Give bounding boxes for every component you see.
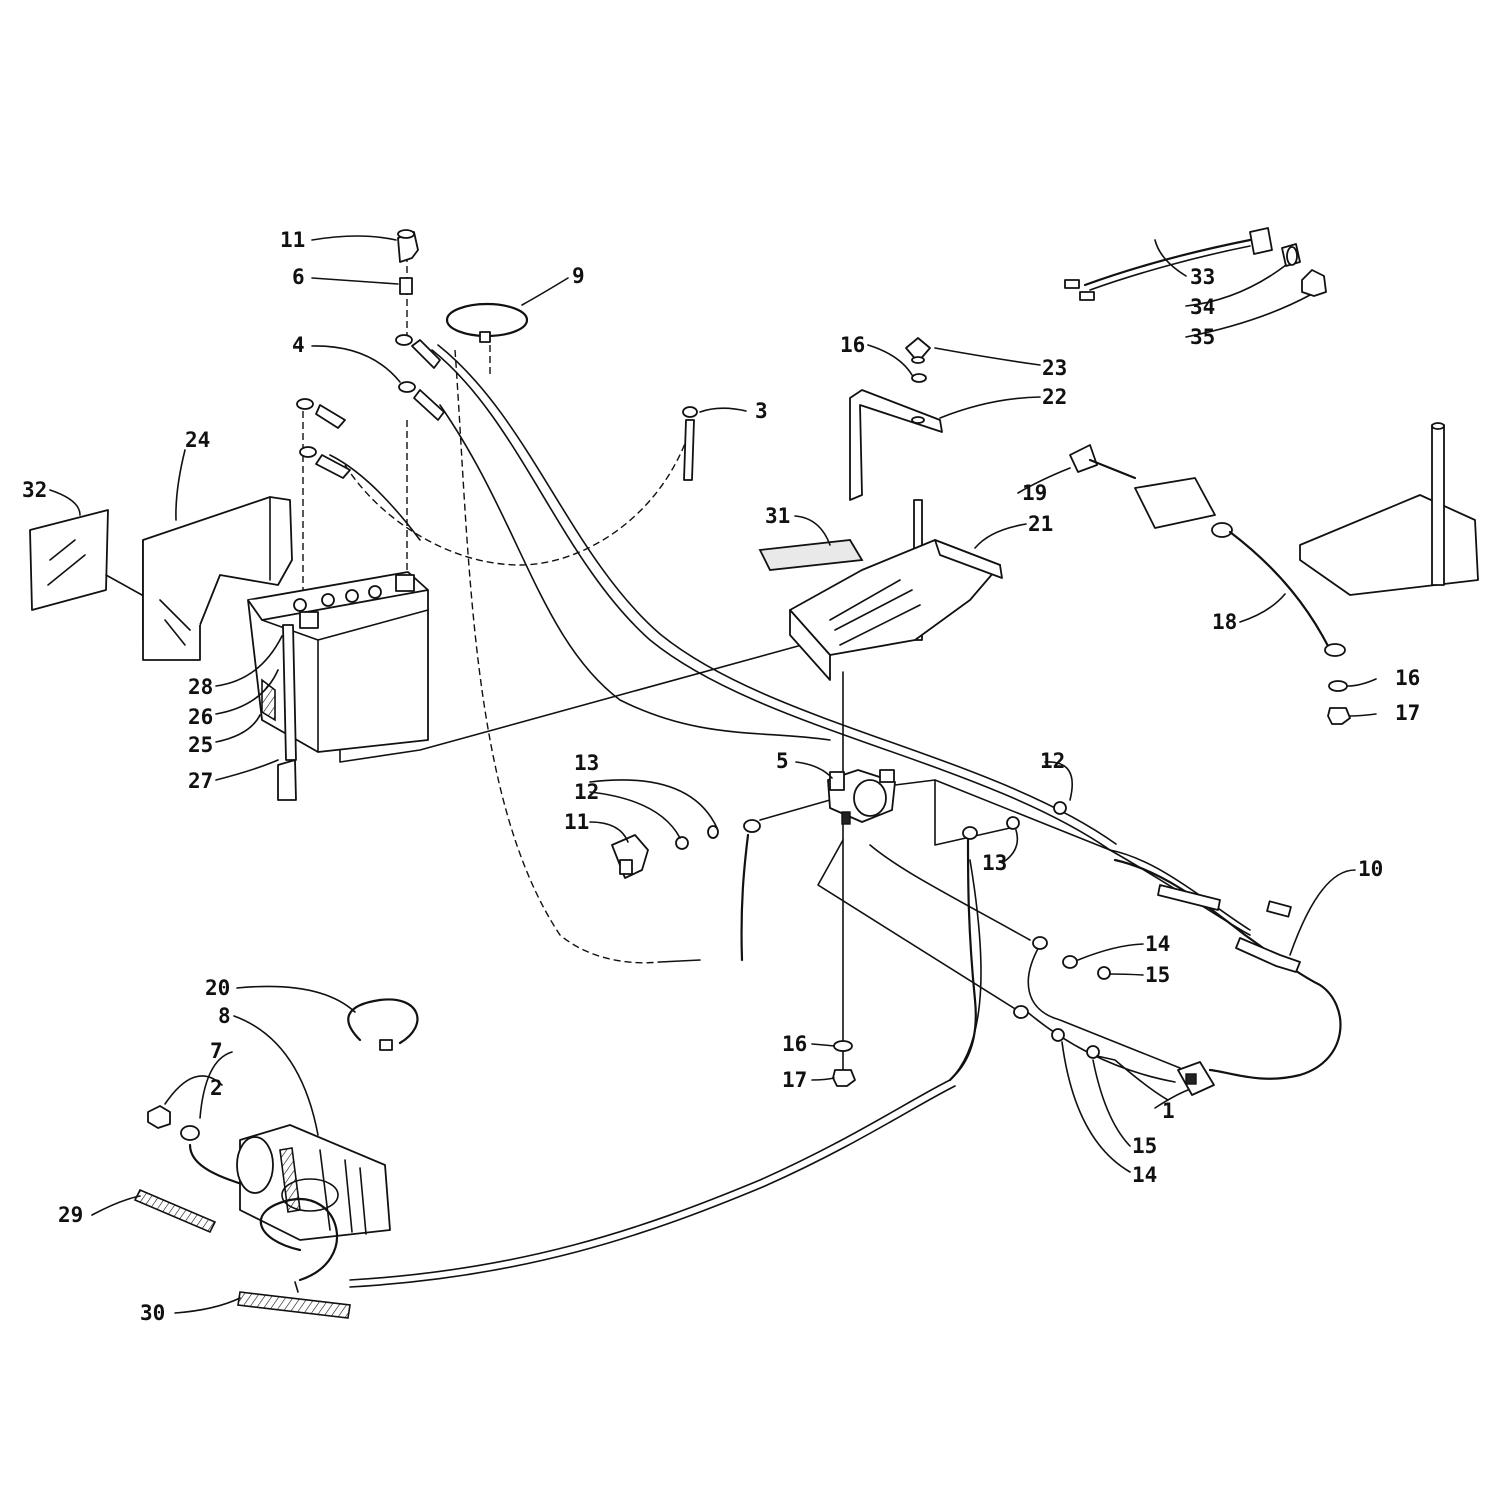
hold-down-bracket-22 (849, 389, 943, 501)
spacer-block (1134, 477, 1216, 529)
callout-13-left: 13 (574, 751, 599, 775)
callout-13-right: 13 (982, 851, 1007, 875)
engine-mount-plate (1299, 422, 1479, 596)
battery-25 (247, 571, 429, 753)
cable-lug-3 (682, 406, 698, 481)
battery-strap-27 (277, 624, 297, 801)
callout-23: 23 (1042, 356, 1067, 380)
lugs-harness (1013, 936, 1048, 1019)
starter-solenoid-5 (827, 769, 896, 825)
lug-right (948, 826, 978, 1082)
washer-13-left (707, 825, 719, 839)
callout-3: 3 (755, 399, 768, 423)
callout-1: 1 (1162, 1099, 1175, 1123)
callout-4: 4 (292, 333, 305, 357)
wing-nut-23 (905, 337, 931, 364)
nut-17-right (1327, 707, 1351, 725)
callout-31: 31 (765, 504, 790, 528)
callout-14-lower: 14 (1132, 1163, 1157, 1187)
rod-18 (1211, 522, 1346, 657)
sleeve-29 (133, 1188, 217, 1234)
callout-14-upper: 14 (1145, 932, 1170, 956)
washer-16-top (911, 373, 927, 383)
callout-11-top: 11 (280, 228, 305, 252)
callout-7: 7 (210, 1039, 223, 1063)
fuse-10 (1266, 900, 1292, 918)
fuse-holder (1157, 884, 1301, 973)
terminal-boot-11-lower (611, 834, 649, 879)
bolt-6 (399, 277, 413, 295)
callout-11-lower: 11 (564, 810, 589, 834)
terminal-cap-11-top (397, 229, 419, 263)
washer-14-upper (1062, 955, 1078, 969)
callout-19: 19 (1022, 481, 1047, 505)
callout-26: 26 (188, 705, 213, 729)
lug-left (740, 819, 761, 962)
cable-ends-4 (296, 334, 445, 479)
callout-34: 34 (1190, 295, 1215, 319)
cable-runs (302, 255, 1342, 1288)
callout-12-right: 12 (1040, 749, 1065, 773)
pad-31 (758, 539, 864, 571)
switch-harness-33 (1064, 227, 1273, 301)
callout-28: 28 (188, 675, 213, 699)
nut-12-right (1053, 801, 1067, 815)
callout-30: 30 (140, 1301, 165, 1325)
callout-10: 10 (1358, 857, 1383, 881)
washer-13-right (1006, 816, 1020, 830)
nut-15-lower (1086, 1045, 1100, 1059)
leader-lines (49, 235, 1377, 1314)
hose-clamp-9 (445, 302, 529, 343)
washer-16-right (1328, 680, 1348, 692)
callout-25: 25 (188, 733, 213, 757)
callout-16-bottom: 16 (782, 1032, 807, 1056)
callout-24: 24 (185, 428, 210, 452)
switch-34 (1281, 243, 1301, 267)
callout-16-top: 16 (840, 333, 865, 357)
decal-32 (29, 509, 143, 611)
callout-27: 27 (188, 769, 213, 793)
callout-18: 18 (1212, 610, 1237, 634)
cap-35 (1301, 269, 1327, 297)
clamp-20 (347, 998, 419, 1051)
callout-35: 35 (1190, 325, 1215, 349)
sleeve-30 (237, 1197, 351, 1319)
callout-17-bottom: 17 (782, 1068, 807, 1092)
callout-8: 8 (218, 1004, 231, 1028)
callout-15-lower: 15 (1132, 1134, 1157, 1158)
nut-15-upper (1097, 966, 1111, 980)
callout-6: 6 (292, 265, 305, 289)
washer-14-lower (1051, 1028, 1065, 1042)
nut-12-left (675, 836, 689, 850)
callout-9: 9 (572, 264, 585, 288)
washer-16-bottom (833, 1040, 853, 1052)
nut-7 (147, 1105, 171, 1129)
callout-22: 22 (1042, 385, 1067, 409)
battery-tray-21 (789, 539, 1003, 681)
callout-21: 21 (1028, 512, 1053, 536)
harness-connector-1 (1177, 1061, 1215, 1096)
nut-17-bottom (832, 1069, 856, 1087)
callout-17-right: 17 (1395, 701, 1420, 725)
callout-20: 20 (205, 976, 230, 1000)
battery-cover-24 (142, 496, 293, 661)
callout-29: 29 (58, 1203, 83, 1227)
starter-motor-8 (236, 1124, 391, 1241)
callout-32: 32 (22, 478, 47, 502)
callout-15-upper: 15 (1145, 963, 1170, 987)
callout-5: 5 (776, 749, 789, 773)
callout-labels: 1 2 3 4 5 6 7 8 9 10 11 11 12 12 13 13 1… (22, 228, 1420, 1325)
callout-16-right: 16 (1395, 666, 1420, 690)
callout-12-left: 12 (574, 780, 599, 804)
callout-2: 2 (210, 1076, 223, 1100)
callout-33: 33 (1190, 265, 1215, 289)
bolt-19 (1069, 444, 1137, 480)
